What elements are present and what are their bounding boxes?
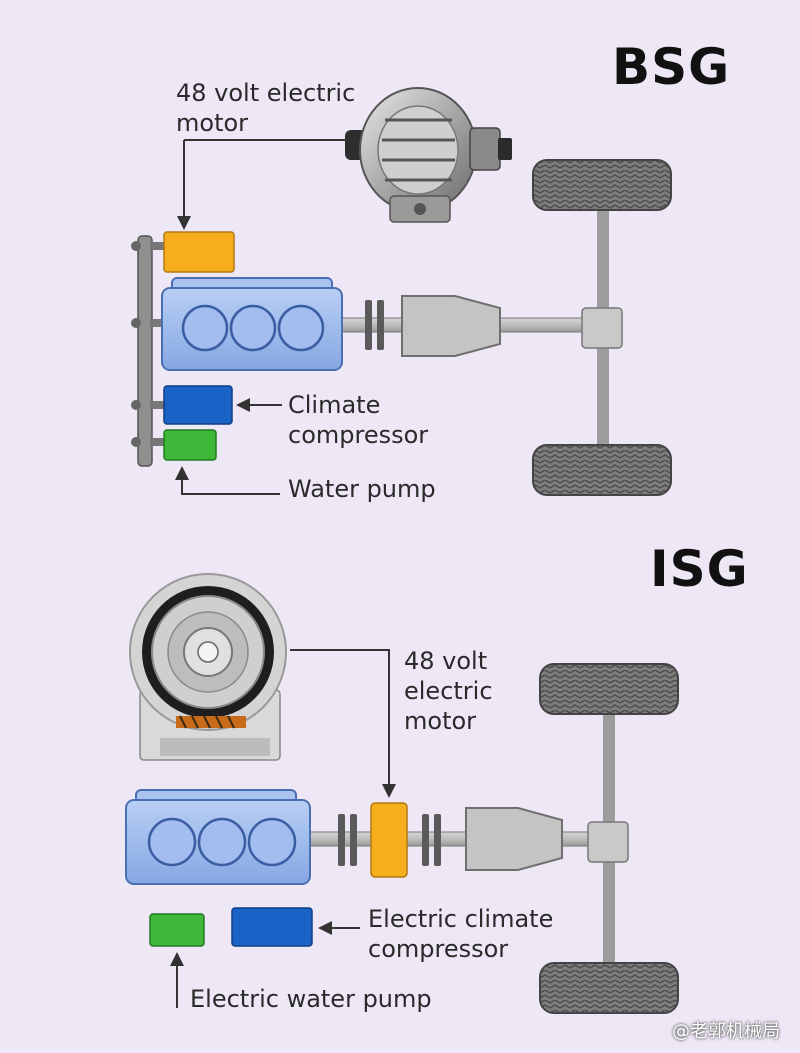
- bsg-climate-arrow-head: [236, 398, 250, 412]
- isg-electric-motor-box: [370, 802, 408, 878]
- isg-motor-icon: [129, 573, 287, 761]
- isg-pump-arrow-head: [170, 952, 184, 966]
- bsg-water-pump-box: [163, 429, 217, 461]
- isg-water-pump-box: [149, 913, 205, 947]
- bsg-connector: [150, 242, 164, 250]
- bsg-climate-label: Climate compressor: [288, 391, 429, 449]
- bsg-section: [131, 87, 672, 496]
- bsg-tire-bottom: [532, 444, 672, 496]
- bsg-clutch-disc: [365, 300, 372, 350]
- isg-pump-label: Electric water pump: [190, 985, 432, 1013]
- isg-cylinder: [147, 817, 197, 867]
- bsg-gearbox: [401, 295, 501, 357]
- bsg-alternator-icon: [345, 87, 512, 223]
- isg-cylinder: [197, 817, 247, 867]
- bsg-cylinder: [277, 304, 325, 352]
- bsg-clutch-disc: [377, 300, 384, 350]
- bsg-pulley: [131, 241, 141, 251]
- bsg-belt-rail: [137, 235, 153, 467]
- bsg-pulley: [131, 400, 141, 410]
- bsg-connector: [150, 438, 164, 446]
- bsg-pulley: [131, 437, 141, 447]
- isg-climate-label: Electric climate compressor: [368, 905, 554, 963]
- isg-climate-compressor-box: [231, 907, 313, 947]
- isg-clutch-disc: [350, 814, 357, 866]
- isg-tire-bottom: [539, 962, 679, 1014]
- bsg-cylinder: [181, 304, 229, 352]
- bsg-climate-compressor-box: [163, 385, 233, 425]
- isg-differential: [587, 821, 629, 863]
- bsg-differential: [581, 307, 623, 349]
- isg-motor-arrow-head: [382, 784, 396, 798]
- watermark: @老郭机械局: [672, 1021, 780, 1042]
- isg-motor-leader-line: [290, 649, 390, 784]
- isg-cylinder: [247, 817, 297, 867]
- isg-clutch-disc: [338, 814, 345, 866]
- isg-clutch-disc: [434, 814, 441, 866]
- bsg-title: BSG: [612, 38, 731, 96]
- bsg-pump-leader-line: [181, 480, 280, 495]
- bsg-pulley: [131, 318, 141, 328]
- isg-gearbox: [465, 807, 563, 871]
- bsg-cylinder: [229, 304, 277, 352]
- isg-section: [125, 573, 679, 1014]
- isg-title: ISG: [650, 540, 749, 598]
- bsg-pump-label: Water pump: [288, 475, 436, 503]
- bsg-pump-arrow-head: [175, 466, 189, 480]
- isg-motor-label: 48 volt electric motor: [404, 647, 493, 735]
- bsg-tire-top: [532, 159, 672, 211]
- bsg-connector: [150, 401, 164, 409]
- bsg-connector: [150, 319, 164, 327]
- bsg-motor-arrow-head: [177, 216, 191, 230]
- isg-tire-top: [539, 663, 679, 715]
- isg-clutch-disc: [422, 814, 429, 866]
- bsg-electric-motor-box: [163, 231, 235, 273]
- isg-climate-arrow-head: [318, 921, 332, 935]
- bsg-motor-label: 48 volt electric motor: [176, 79, 356, 137]
